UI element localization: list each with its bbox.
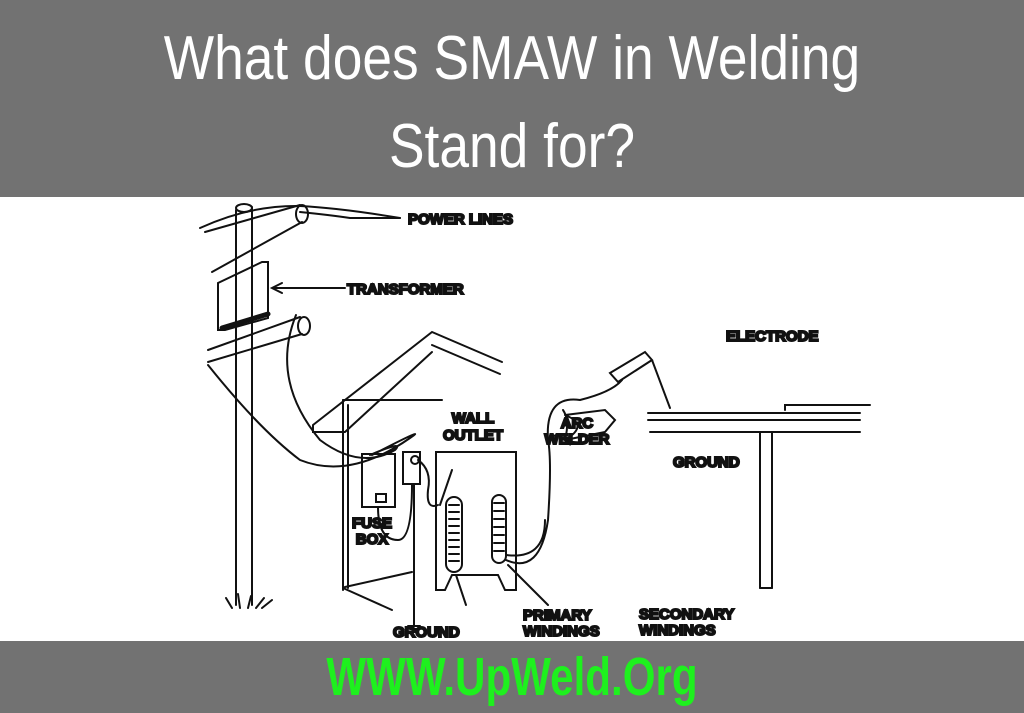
page-title-line-2: Stand for? (388, 112, 636, 181)
label-secondary-2: WINDINGS (639, 622, 716, 639)
label-ground-clamp: GROUND (673, 454, 740, 471)
label-secondary-1: SECONDARY (639, 606, 734, 623)
label-wall-outlet-1: WALL (452, 410, 495, 427)
title-banner (0, 0, 1024, 197)
label-fuse-box-1: FUSE (352, 515, 392, 532)
arc-welder (435, 451, 517, 591)
wall-outlet (402, 451, 439, 633)
label-primary-1: PRIMARY (523, 607, 592, 624)
transformer (217, 261, 271, 331)
label-arc-welder-2: WELDER (545, 431, 610, 448)
service-cable (207, 314, 417, 468)
ground-clamp (562, 408, 617, 444)
fuse-box (361, 453, 413, 542)
label-arc-welder-1: ARC (561, 415, 594, 432)
page-title-line-1: What does SMAW in Welding (163, 24, 861, 93)
label-fuse-box-2: BOX (356, 531, 389, 548)
electrode-holder (608, 350, 671, 409)
footer-banner (0, 641, 1024, 713)
label-electrode: ELECTRODE (726, 328, 819, 345)
secondary-cable (505, 379, 623, 565)
label-transformer: TRANSFORMER (347, 281, 464, 298)
power-lines-leader (299, 211, 401, 219)
transformer-arrow (269, 282, 346, 294)
label-wall-outlet-2: OUTLET (443, 427, 503, 444)
label-primary-2: WINDINGS (523, 623, 600, 640)
primary-leader (455, 574, 467, 606)
secondary-leader (507, 564, 549, 606)
utility-pole (199, 203, 401, 609)
house (312, 330, 503, 611)
work-table (647, 404, 871, 589)
label-ground-outlet: GROUND (393, 624, 460, 641)
site-url: WWW.UpWeld.Org (326, 647, 698, 707)
label-power-lines: POWER LINES (408, 211, 513, 228)
